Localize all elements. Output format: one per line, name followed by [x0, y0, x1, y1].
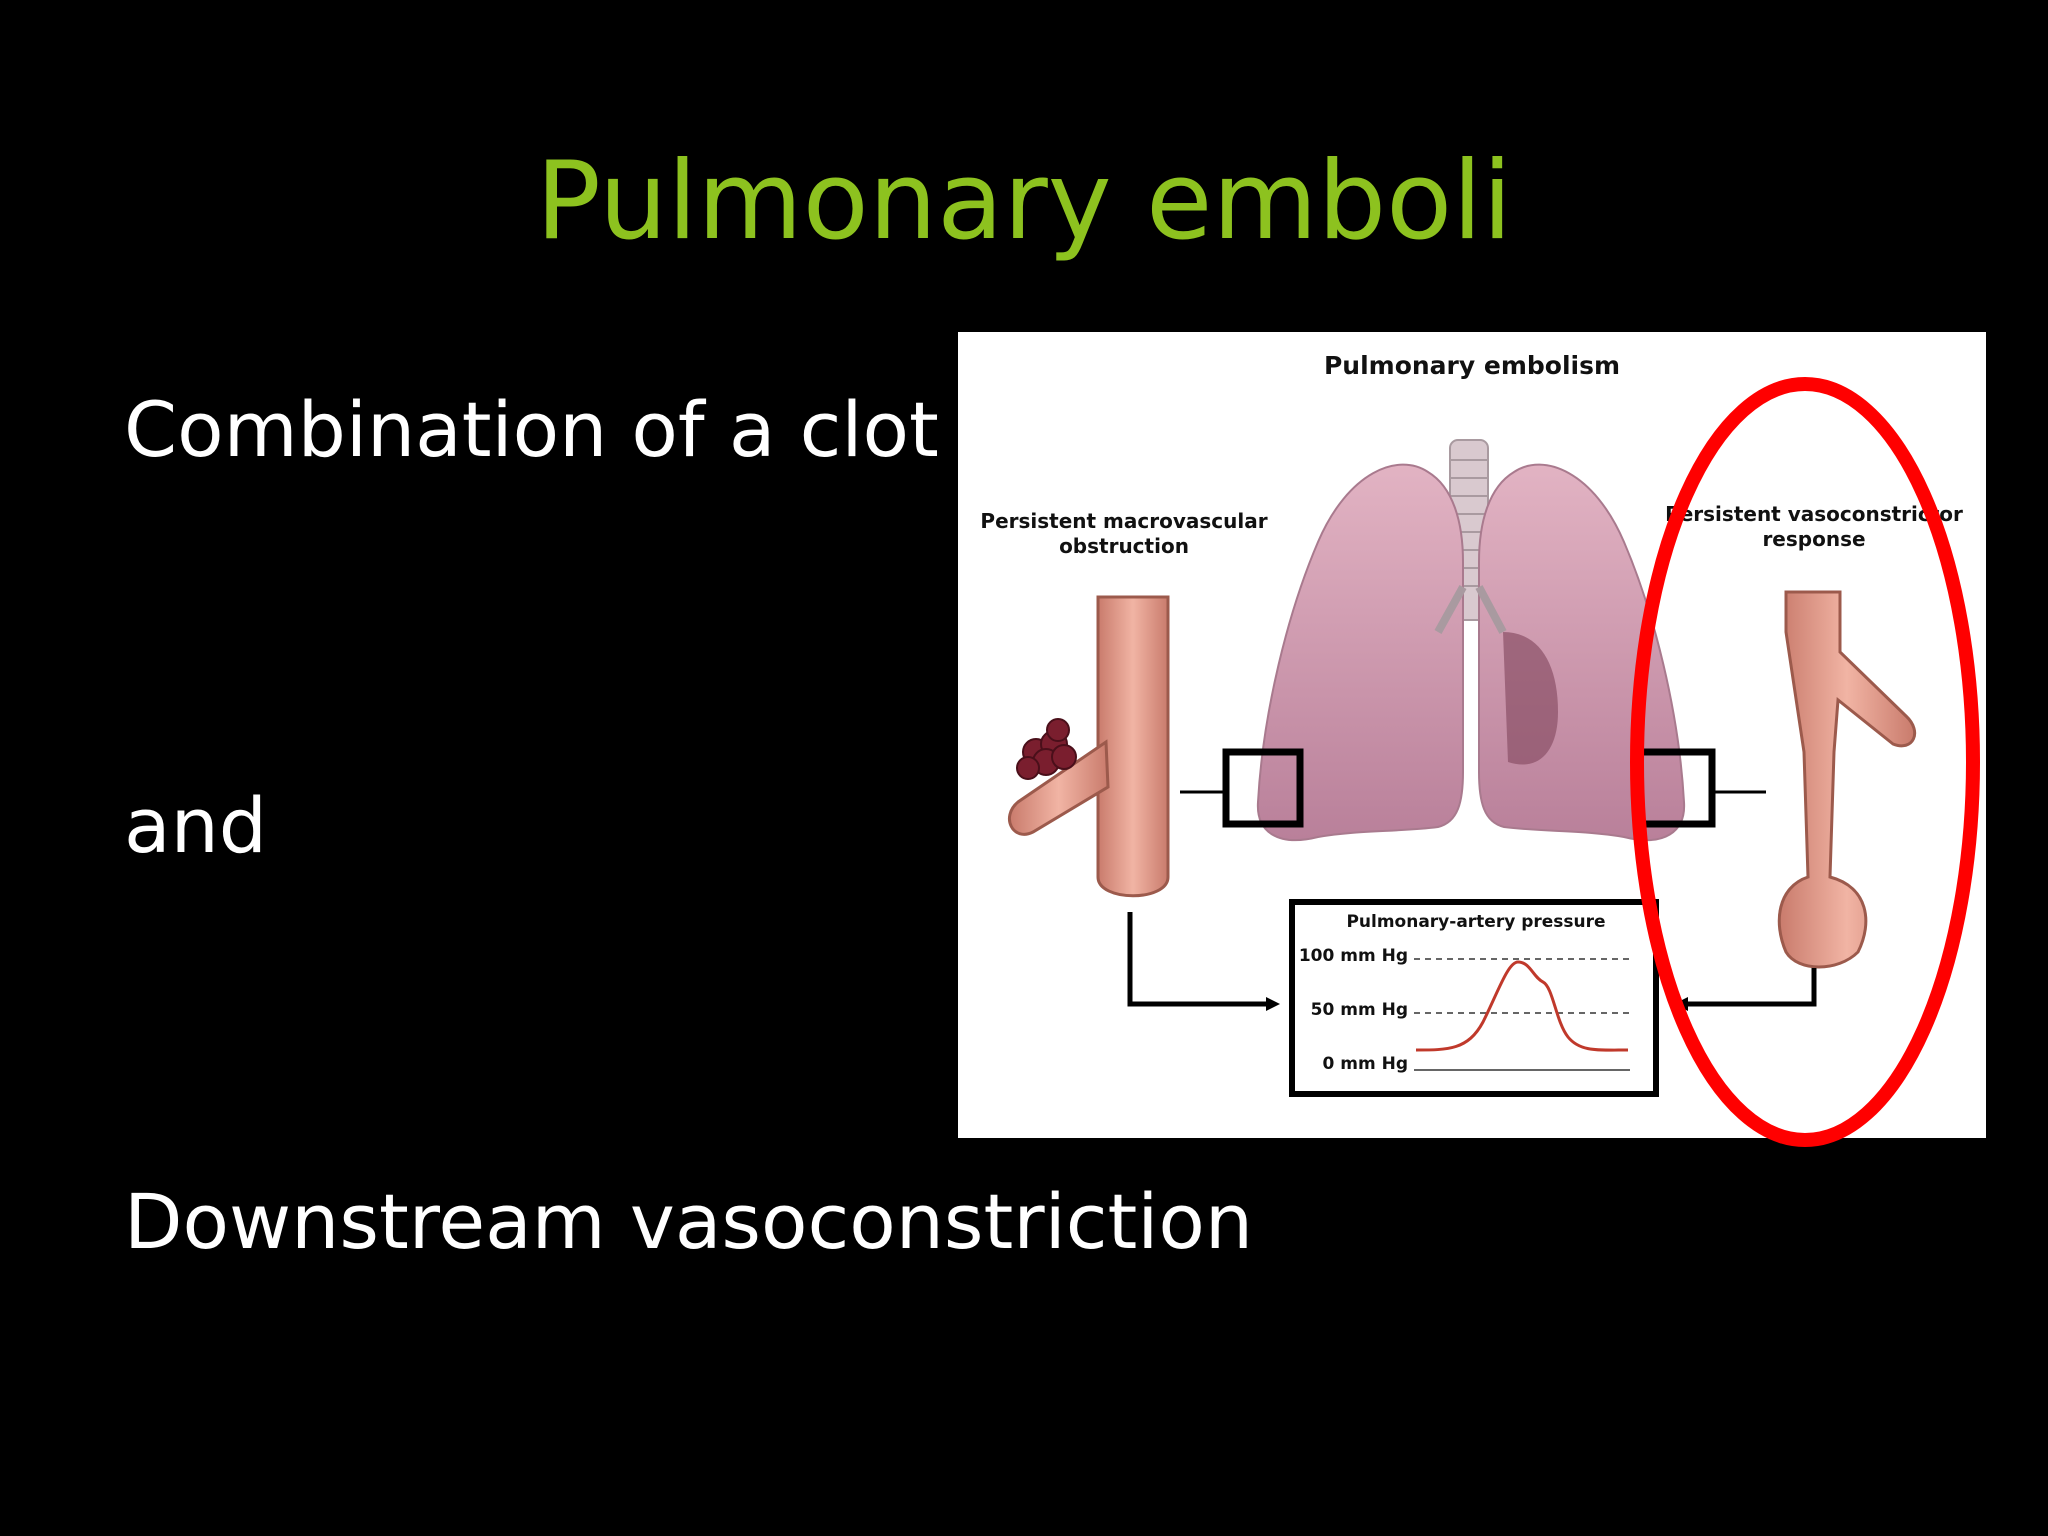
left-caption-line1: Persistent macrovascular [980, 509, 1267, 533]
bullet-clot: Combination of a clot [124, 385, 939, 474]
slide-title: Pulmonary emboli [535, 139, 1513, 264]
bullet-vasoconstriction: Downstream vasoconstriction [124, 1177, 1254, 1266]
pressure-level-50: 50 mm Hg [1311, 1000, 1408, 1020]
pressure-chart: Pulmonary-artery pressure 100 mm Hg 50 m… [1289, 899, 1659, 1097]
clot-icon [1016, 718, 1077, 780]
right-arrow [1684, 968, 1817, 1007]
figure-title: Pulmonary embolism [1324, 351, 1620, 380]
left-arrow [1127, 912, 1270, 1007]
left-callout-box [1222, 748, 1304, 828]
left-caption-line2: obstruction [1059, 534, 1189, 558]
constricted-vessel [1777, 590, 1917, 969]
pulmonary-embolism-figure: Pulmonary embolism Persistent macrovascu… [958, 332, 1986, 1138]
pressure-level-100: 100 mm Hg [1299, 946, 1408, 966]
right-caption-line2: response [1762, 527, 1865, 551]
left-lung [1256, 463, 1464, 842]
obstructed-vessel [1007, 595, 1170, 898]
right-caption-line1: Persistent vasoconstrictor [1665, 502, 1963, 526]
bullet-and: and [124, 781, 267, 870]
pressure-curve [1415, 960, 1629, 1052]
pressure-level-0: 0 mm Hg [1323, 1054, 1409, 1074]
figure-illustration: Pulmonary embolism Persistent macrovascu… [980, 351, 1963, 1097]
pressure-title: Pulmonary-artery pressure [1346, 912, 1605, 932]
